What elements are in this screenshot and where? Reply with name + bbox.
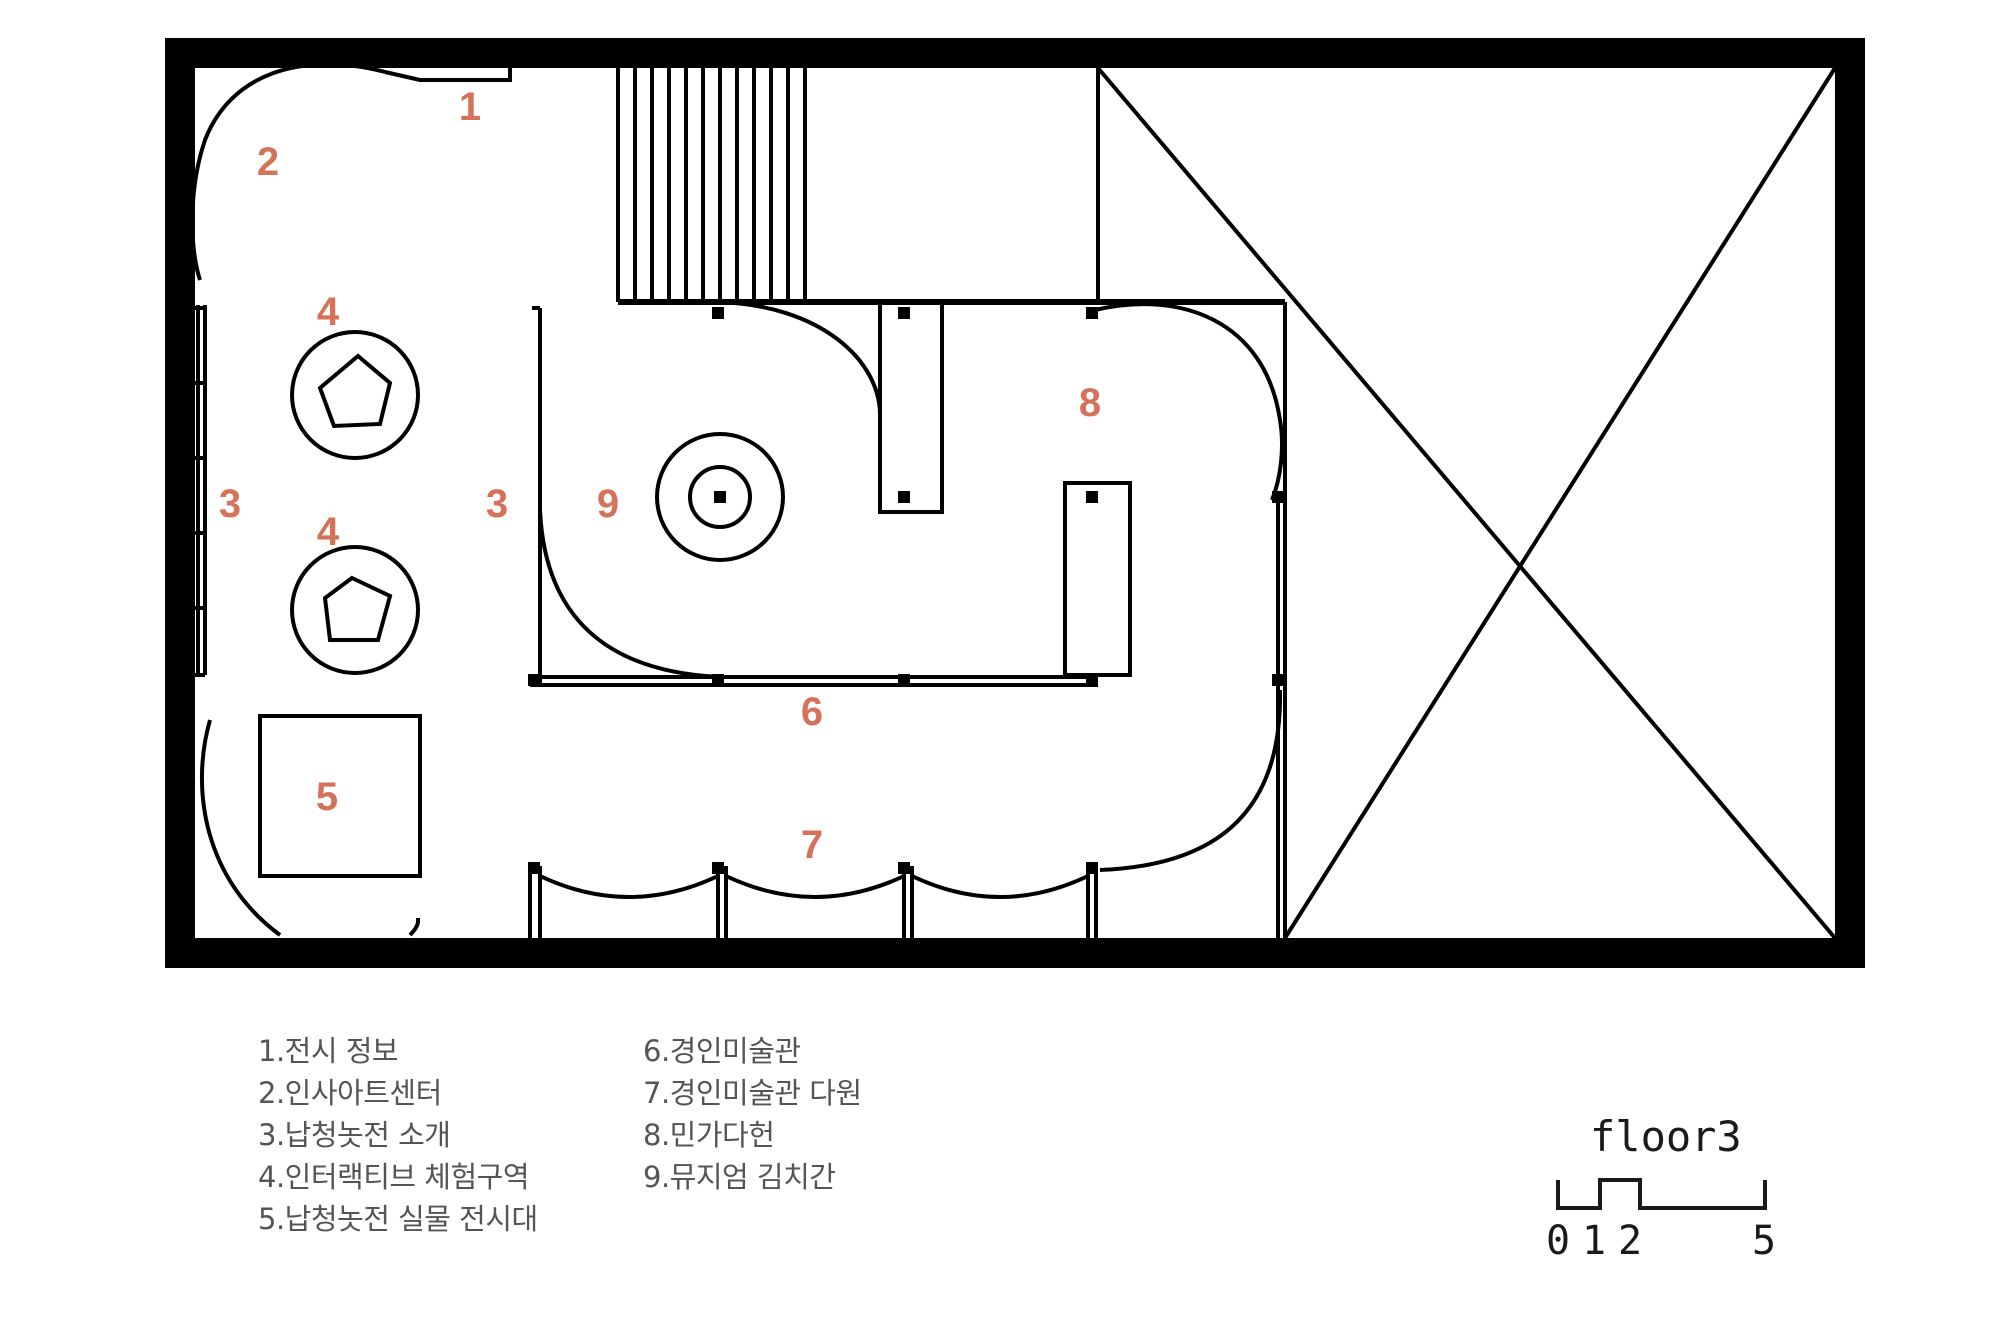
interactive-pedestal-1: [290, 330, 420, 460]
label-napcheong-intro-left: 3: [219, 482, 241, 526]
label-kyungin-museum: 6: [801, 690, 823, 734]
legend-left: 1.전시 정보 2.인사아트센터 3.납청놋전 소개 4.인터랙티브 체험구역 …: [258, 1030, 538, 1240]
label-exhibit-table: 5: [316, 775, 338, 819]
open-void: [1096, 66, 1837, 940]
gallery-arches: [528, 866, 1098, 938]
scale-tick-2: 2: [1618, 1218, 1643, 1264]
label-mingadaheon: 8: [1079, 381, 1101, 425]
exhibit-table: [200, 714, 422, 937]
label-interactive-2: 4: [317, 510, 340, 554]
scale-tick-0: 0: [1546, 1218, 1571, 1264]
zone-entrance: [190, 62, 512, 677]
outer-walls: [165, 38, 1865, 968]
floor-title: floor3: [1590, 1112, 1742, 1161]
columns: [528, 307, 1284, 874]
interactive-pedestal-2: [290, 545, 420, 675]
legend-item: 9.뮤지엄 김치간: [643, 1160, 836, 1194]
legend-item: 7.경인미술관 다원: [643, 1076, 862, 1110]
label-interactive-1: 4: [317, 290, 340, 334]
label-napcheong-intro-right: 3: [486, 482, 508, 526]
legend-item: 5.납청놋전 실물 전시대: [258, 1202, 538, 1236]
legend-item: 2.인사아트센터: [258, 1076, 442, 1110]
legend-right: 6.경인미술관 7.경인미술관 다원 8.민가다헌 9.뮤지엄 김치간: [643, 1030, 862, 1198]
label-insa-art-center: 2: [257, 140, 279, 184]
legend-item: 1.전시 정보: [258, 1034, 399, 1068]
legend-item: 4.인터랙티브 체험구역: [258, 1160, 530, 1194]
staircase: [616, 68, 807, 302]
legend-item: 6.경인미술관: [643, 1034, 801, 1068]
room-museum-kimchikan: [530, 300, 1098, 687]
label-museum-kimchikan: 9: [597, 482, 619, 526]
label-kyungin-dawon: 7: [801, 823, 823, 867]
scale-bar: [1556, 1178, 1767, 1210]
room-labels: 1 2 3 3 4 4 5 6 7 8 9: [219, 85, 1101, 867]
label-exhibition-info: 1: [459, 85, 481, 129]
legend-item: 8.민가다헌: [643, 1118, 775, 1152]
scale-tick-1: 1: [1582, 1218, 1607, 1264]
legend-item: 3.납청놋전 소개: [258, 1118, 451, 1152]
scale-tick-5: 5: [1752, 1218, 1777, 1264]
